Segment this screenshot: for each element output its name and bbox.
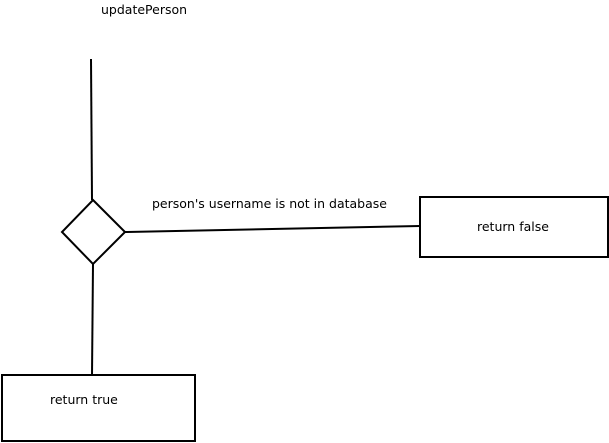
false-branch-line [124,225,421,233]
entry-connector-line [90,58,93,201]
return-true-box [1,374,196,442]
decision-condition-label: person's username is not in database [152,196,387,211]
return-false-label: return false [477,219,549,234]
return-false-box [419,196,609,258]
decision-diamond [60,198,127,266]
true-branch-line [91,263,94,376]
return-true-label: return true [50,392,118,407]
diagram-title: updatePerson [101,2,188,17]
